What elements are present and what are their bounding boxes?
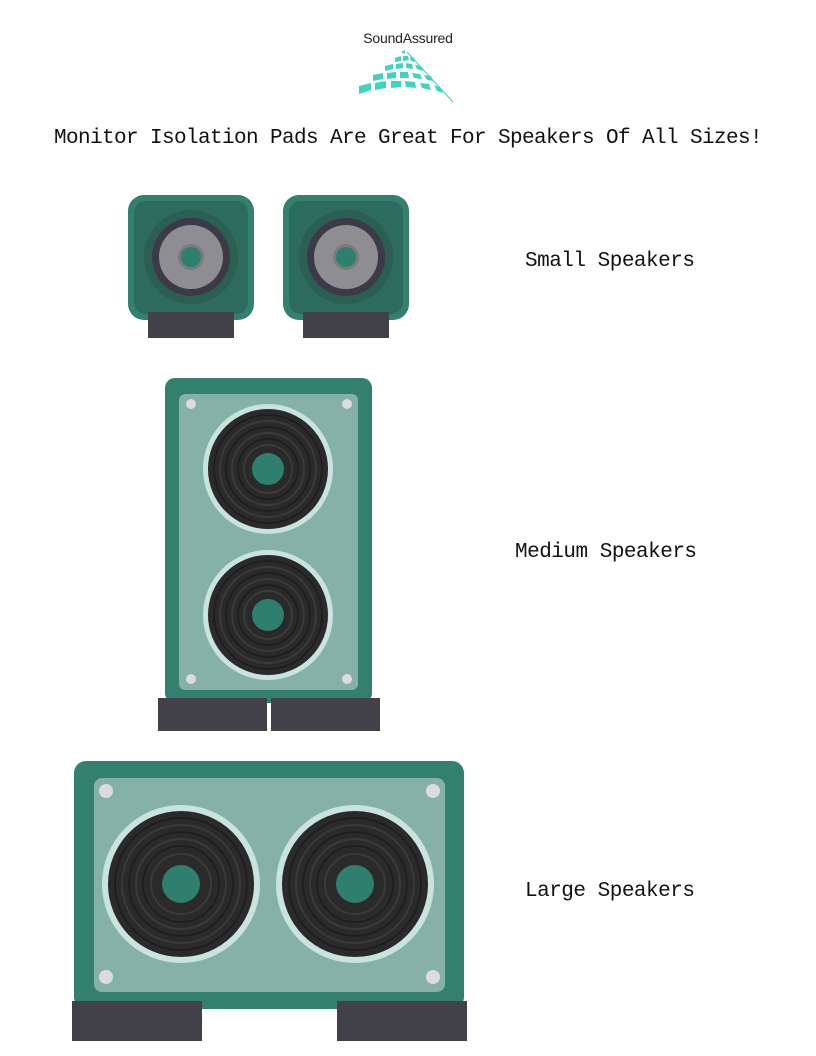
soundwave-pyramid-icon	[355, 48, 455, 109]
medium-speakers-label: Medium Speakers	[515, 541, 697, 564]
brand-name: SoundAssured	[363, 30, 453, 46]
small-speaker-left	[128, 195, 254, 338]
page-headline: Monitor Isolation Pads Are Great For Spe…	[53, 127, 763, 150]
small-speakers-illustration	[128, 195, 413, 345]
large-speaker-illustration	[71, 761, 471, 1051]
small-speaker-right	[283, 195, 409, 338]
large-speakers-label: Large Speakers	[525, 880, 695, 903]
small-speakers-label: Small Speakers	[525, 250, 695, 273]
medium-speaker-illustration	[158, 378, 382, 739]
